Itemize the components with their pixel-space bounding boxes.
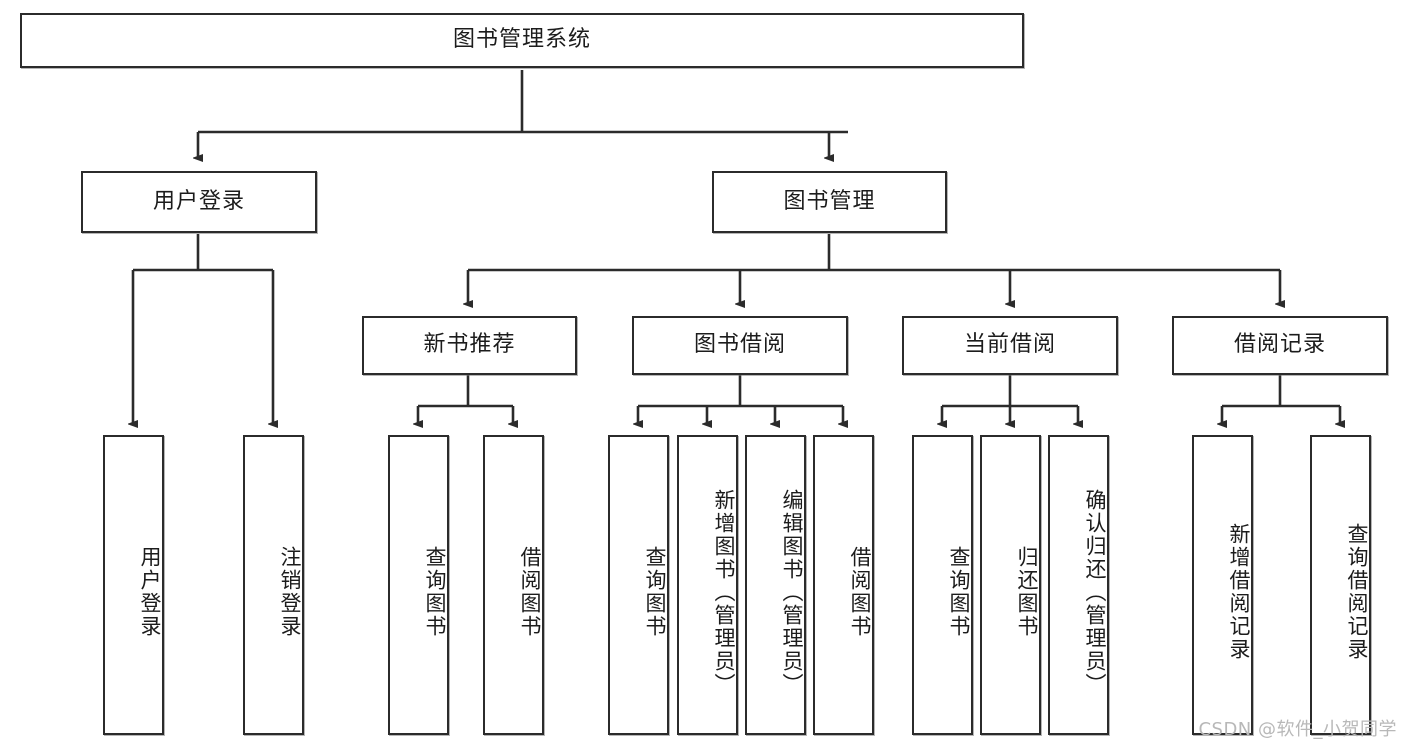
node-leaf-borrow-book-2-label: 借阅图书 <box>848 546 872 638</box>
node-root[interactable]: 图书管理系统 <box>20 13 1024 68</box>
node-book-borrow-label: 图书借阅 <box>693 332 786 358</box>
node-leaf-return-book[interactable]: 归还图书 <box>980 435 1041 735</box>
node-book-borrow[interactable]: 图书借阅 <box>632 316 848 375</box>
node-book-management[interactable]: 图书管理 <box>712 171 947 233</box>
node-leaf-add-book-label: 新增图书（管理员） <box>712 488 736 696</box>
watermark-text: CSDN @软件_小贺同学 <box>1198 719 1397 740</box>
node-leaf-query-book-2-label: 查询图书 <box>643 546 667 638</box>
node-borrow-record-label: 借阅记录 <box>1233 332 1326 358</box>
node-leaf-edit-book-label: 编辑图书（管理员） <box>780 488 804 696</box>
node-current-borrow[interactable]: 当前借阅 <box>902 316 1118 375</box>
node-current-borrow-label: 当前借阅 <box>963 332 1056 358</box>
node-leaf-logout-login-label: 注销登录 <box>278 546 302 638</box>
node-leaf-query-book-1-label: 查询图书 <box>423 546 447 638</box>
node-leaf-logout-login[interactable]: 注销登录 <box>243 435 304 735</box>
node-leaf-confirm-return[interactable]: 确认归还（管理员） <box>1048 435 1109 735</box>
node-user-login-label: 用户登录 <box>152 188 245 214</box>
node-root-label: 图书管理系统 <box>452 27 591 53</box>
node-leaf-query-record-label: 查询借阅记录 <box>1345 523 1369 661</box>
node-book-management-label: 图书管理 <box>783 188 876 214</box>
node-leaf-add-book[interactable]: 新增图书（管理员） <box>677 435 738 735</box>
node-leaf-query-book-3[interactable]: 查询图书 <box>912 435 973 735</box>
node-leaf-query-record[interactable]: 查询借阅记录 <box>1310 435 1371 735</box>
node-leaf-return-book-label: 归还图书 <box>1015 546 1039 638</box>
node-leaf-edit-book[interactable]: 编辑图书（管理员） <box>745 435 806 735</box>
node-new-book-recommend-label: 新书推荐 <box>423 332 516 358</box>
node-leaf-confirm-return-label: 确认归还（管理员） <box>1083 488 1107 696</box>
node-leaf-query-book-2[interactable]: 查询图书 <box>608 435 669 735</box>
node-user-login[interactable]: 用户登录 <box>81 171 317 233</box>
node-leaf-user-login-label: 用户登录 <box>138 546 162 638</box>
node-leaf-borrow-book-1[interactable]: 借阅图书 <box>483 435 544 735</box>
node-new-book-recommend[interactable]: 新书推荐 <box>362 316 577 375</box>
node-borrow-record[interactable]: 借阅记录 <box>1172 316 1388 375</box>
node-leaf-borrow-book-2[interactable]: 借阅图书 <box>813 435 874 735</box>
node-leaf-borrow-book-1-label: 借阅图书 <box>518 546 542 638</box>
node-leaf-query-book-3-label: 查询图书 <box>947 546 971 638</box>
node-leaf-user-login[interactable]: 用户登录 <box>103 435 164 735</box>
node-leaf-add-record[interactable]: 新增借阅记录 <box>1192 435 1253 735</box>
node-leaf-query-book-1[interactable]: 查询图书 <box>388 435 449 735</box>
node-leaf-add-record-label: 新增借阅记录 <box>1227 523 1251 661</box>
